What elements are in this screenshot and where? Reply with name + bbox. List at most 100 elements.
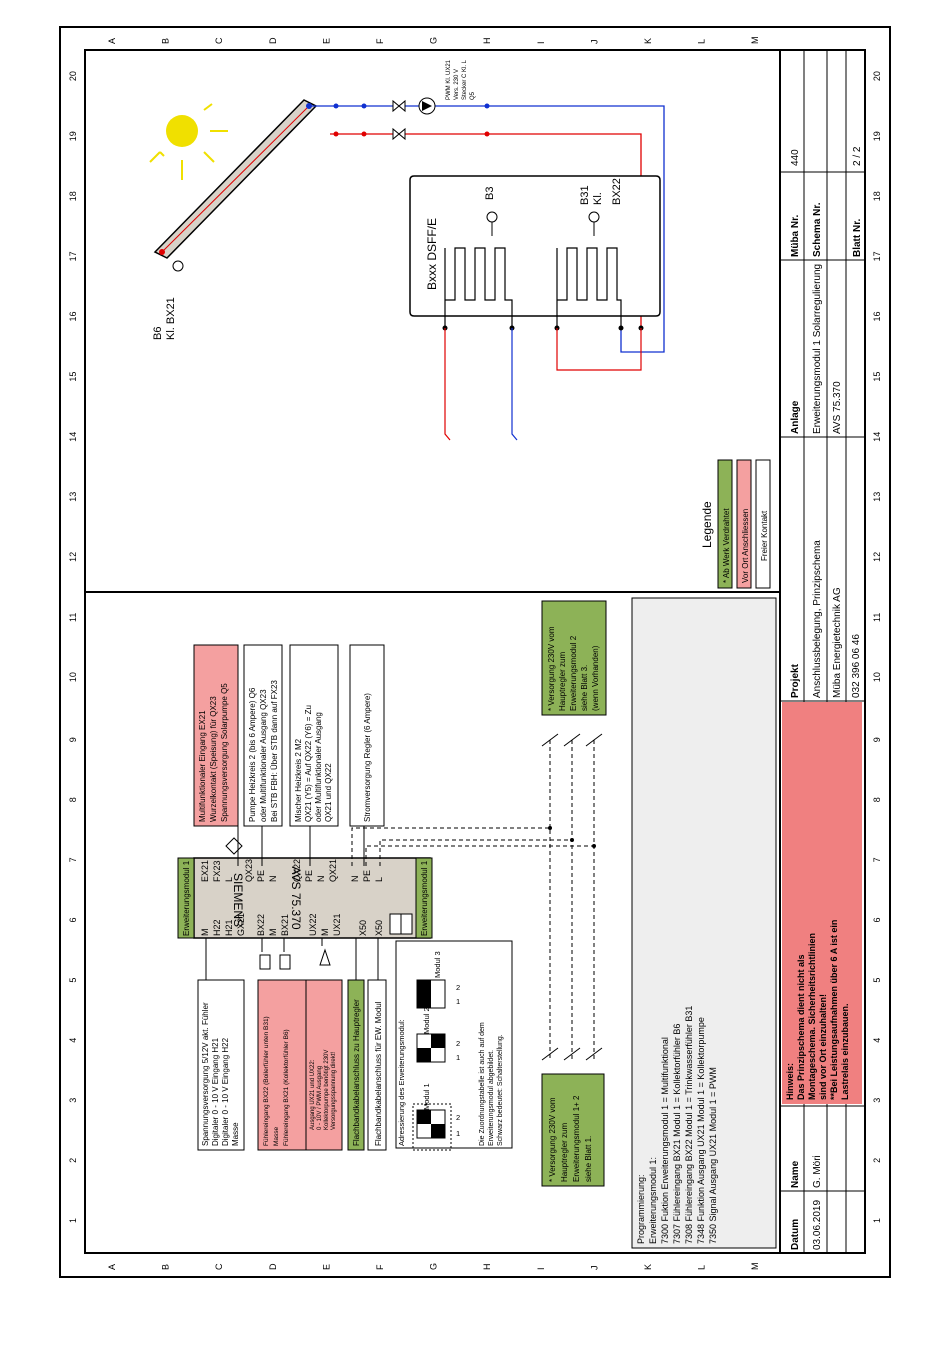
grid-row-label: K — [643, 38, 653, 44]
module-terminal: N — [316, 876, 326, 883]
module-terminal: N — [350, 876, 360, 883]
grid-col-label: 15 — [68, 372, 78, 382]
grid-col-label: 19 — [872, 131, 882, 141]
siemens-brand: SIEMENS — [231, 873, 245, 927]
versorgung-left-text: * Versorgung 230V vom — [548, 1097, 557, 1182]
adressierung-note: Erweiterungsmodul abgebildet. — [488, 1050, 495, 1146]
wiring-nodes — [548, 826, 596, 848]
flach2-text: Flachbandkabelanschluss für EW. Modul — [374, 1001, 383, 1146]
grid-col-label: 8 — [872, 797, 882, 802]
module-terminal: QX21 — [328, 859, 338, 882]
mischer-text: oder Multifunktionaler Ausgang — [314, 712, 323, 822]
sun-rays-icon — [149, 103, 228, 180]
grid-col-label: 1 — [872, 1218, 882, 1223]
grid-row-label: B — [161, 38, 171, 44]
versorgung-left-text: siehe Blatt 1. — [584, 1136, 593, 1182]
pump-label: PWM Kl. UX21 Vers. 230 V Stecker C Kl. L… — [446, 59, 476, 100]
sensor-b31-bx-label: BX22 — [611, 178, 623, 205]
flach1-box — [347, 979, 365, 1151]
module-type: AVS 75.370 — [289, 866, 303, 929]
module-header-top-label: Erweiterungsmodul 1 — [182, 860, 191, 936]
grid-col-label: 13 — [872, 492, 882, 502]
legend-frei: Freier Kontakt — [760, 510, 769, 561]
dip-1-label-m2: 1 — [456, 1053, 460, 1062]
ausgang-text: 0 - 10V / PWM Ausgang — [317, 1066, 323, 1130]
module-terminal: M — [320, 929, 330, 937]
grid-row-label: I — [536, 41, 546, 44]
blatt-value: 2 / 2 — [852, 146, 863, 166]
grid-row-label: F — [375, 38, 385, 44]
grid-row-label: M — [750, 1263, 760, 1271]
dip-2-label: 2 — [456, 1113, 460, 1122]
pumpe-box — [243, 644, 283, 827]
projekt-line3: 032 396 06 46 — [851, 634, 862, 698]
grid-col-label: 1 — [68, 1218, 78, 1223]
grid-row-label: J — [589, 40, 599, 45]
grid-row-label: L — [697, 1265, 707, 1270]
grid-col-label: 19 — [68, 131, 78, 141]
grid-col-label: 6 — [68, 917, 78, 922]
grid-col-label: 6 — [872, 917, 882, 922]
multi-text: Spannungsversorgung Solarpumpe Q5 — [220, 683, 229, 822]
spannung-text: Digitaler 0 - 10 V Eingang H21 — [211, 1037, 220, 1146]
dip-2-label-m3: 2 — [456, 983, 460, 992]
return-pipe-blue — [309, 105, 665, 353]
module-header-top — [177, 857, 195, 939]
grid-row-label: I — [536, 1267, 546, 1270]
spannung-text: Digitaler 0 - 10 V Eingang H22 — [221, 1037, 230, 1146]
grid-row-label: D — [268, 1263, 278, 1270]
versorgung-right-text: * Versorgung 230V vom — [547, 626, 556, 711]
fuehler-text: Fühlereingang BX21 (Kollektorfühler B6) — [283, 1029, 290, 1146]
hydraulic-schematic: B6 Kl. BX21 PWM Kl. UX21 Vers. 230 V Ste… — [149, 59, 665, 441]
grid-col-label: 4 — [68, 1038, 78, 1043]
module-header-bottom — [415, 857, 433, 939]
module-terminal: PE — [256, 870, 266, 882]
datum-label: Datum — [790, 1219, 801, 1250]
heating-flow-pipe — [444, 328, 451, 441]
grid-row-label: F — [375, 1264, 385, 1270]
grid-col-label: 4 — [872, 1038, 882, 1043]
versorgung-left-box — [541, 1073, 605, 1187]
mueba-value: 440 — [790, 149, 801, 166]
module-terminal: N — [268, 876, 278, 883]
grid-col-label: 18 — [68, 191, 78, 201]
dip-diagrams — [412, 979, 452, 1151]
hinweis-line: Lastrelais einzubauen. — [840, 1003, 850, 1100]
strom-box — [349, 644, 385, 827]
grid-col-label: 14 — [68, 432, 78, 442]
hinweis-line: sind vor Ort einzuhalten! — [818, 994, 828, 1100]
modul3-label: Modul 3 — [433, 951, 442, 978]
hinweis-line: Montageschema. Sicherheitsrichtlinien — [807, 933, 817, 1100]
pumpe-text: oder Multifunktionaler Ausgang QX23 — [259, 689, 268, 822]
grid-row-label: C — [214, 1263, 224, 1270]
adressierung-note: Die Zuordnungstabelle ist auch auf dem — [479, 1022, 486, 1146]
sun-icon — [166, 115, 198, 147]
strom-text: Stromversorgung Regler (6 Ampere) — [363, 693, 372, 822]
grid-row-label: J — [589, 1266, 599, 1271]
multi-box — [193, 644, 239, 827]
versorgung-right-text: Erweiterungsmodul 2 — [569, 635, 578, 711]
grid-col-label: 20 — [68, 71, 78, 81]
grid-row-label: L — [697, 39, 707, 44]
sensor-b3-label: B3 — [484, 187, 496, 200]
flach1-text: Flachbandkabelanschluss zu Hauptregler — [352, 999, 361, 1146]
module-terminal: PE — [304, 870, 314, 882]
flach2-box — [367, 979, 387, 1151]
versorgung-right-text: (wenn Vorhanden) — [591, 645, 600, 711]
projekt-line2: Müba Energietechnik AG — [832, 587, 843, 698]
module-terminal: PE — [362, 870, 372, 882]
hinweis-line: Das Prinzipschema dient nicht als — [796, 954, 806, 1100]
module-terminal: X50 — [374, 920, 384, 936]
lower-coil — [556, 247, 622, 328]
blatt-label: Blatt Nr. — [852, 218, 863, 257]
grid-col-label: 10 — [872, 672, 882, 682]
modul2-label: Modul 2 — [422, 1007, 431, 1034]
grid-col-label: 8 — [68, 797, 78, 802]
module-terminal: QX23 — [244, 859, 254, 882]
programmierung-line: 7348 Funktion Ausgang UX21 Modul 1 = Kol… — [696, 1017, 706, 1244]
modul1-label: Modul 1 — [422, 1083, 431, 1110]
grid-col-label: 15 — [872, 372, 882, 382]
sensor-b6-label: B6 — [152, 327, 164, 340]
module-terminal: X50 — [358, 920, 368, 936]
name-label: Name — [790, 1160, 801, 1188]
